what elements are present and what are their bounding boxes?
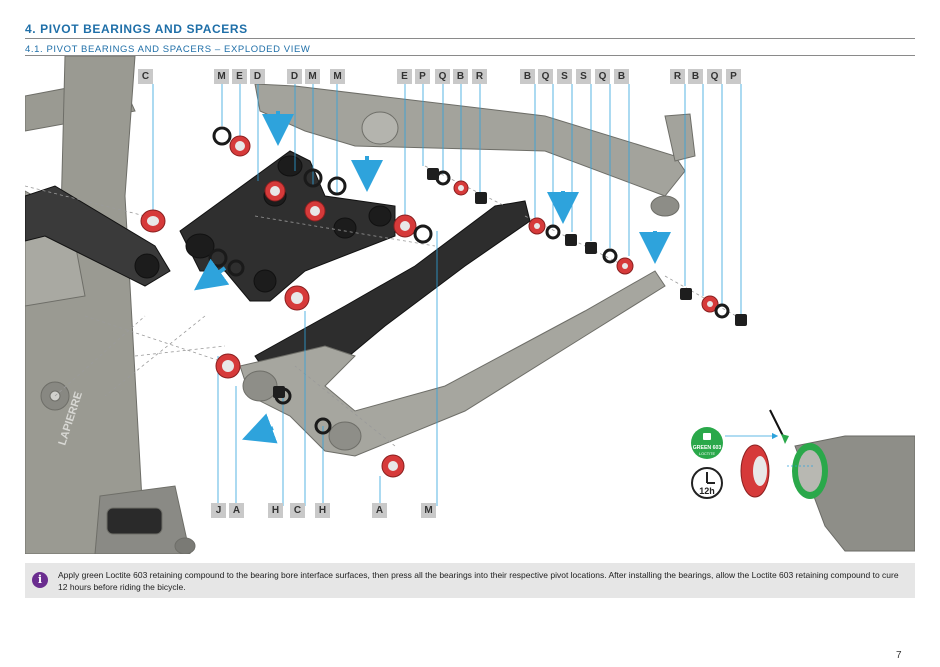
cure-time: 12h — [699, 486, 715, 496]
callout-label: C — [138, 69, 153, 84]
callout-label: D — [250, 69, 265, 84]
seat-stay — [254, 83, 696, 217]
callout-label: M — [330, 69, 345, 84]
callout-label: P — [726, 69, 741, 84]
callout-label: M — [305, 69, 320, 84]
black-swingarm — [24, 185, 171, 287]
callout-label: Q — [595, 69, 610, 84]
callout-label: Q — [435, 69, 450, 84]
callout-label: Q — [707, 69, 722, 84]
page-number: 7 — [896, 650, 902, 661]
info-icon: i — [32, 572, 48, 588]
callout-label: A — [229, 503, 244, 518]
pivot-bolts — [273, 168, 747, 398]
callout-label: D — [287, 69, 302, 84]
callout-label: H — [268, 503, 283, 518]
callout-label: P — [415, 69, 430, 84]
exploded-view-diagram: LAPIERRE — [24, 55, 916, 555]
callout-label: A — [372, 503, 387, 518]
bearings — [140, 135, 719, 478]
loctite-detail: GREEN 603 LOCTITE 12h — [691, 409, 916, 552]
callout-label: M — [421, 503, 436, 518]
callout-label: E — [232, 69, 247, 84]
callout-label: R — [670, 69, 685, 84]
info-note: i Apply green Loctite 603 retaining comp… — [25, 563, 915, 598]
loctite-badge-line1: GREEN 603 — [693, 445, 722, 451]
callout-label: B — [453, 69, 468, 84]
callout-label: H — [315, 503, 330, 518]
callout-label: S — [557, 69, 572, 84]
section-subtitle: 4.1. PIVOT BEARINGS AND SPACERS – EXPLOD… — [25, 44, 311, 55]
subtitle-rule — [25, 55, 915, 56]
title-rule — [25, 38, 915, 39]
callout-label: M — [214, 69, 229, 84]
section-title: 4. PIVOT BEARINGS AND SPACERS — [25, 22, 248, 36]
main-frame — [24, 55, 196, 555]
assembly-arrows — [194, 111, 671, 444]
loctite-badge-line2: LOCTITE — [699, 452, 716, 456]
callout-label: B — [688, 69, 703, 84]
exploded-view-illustration: LAPIERRE — [24, 55, 916, 555]
callout-label: S — [576, 69, 591, 84]
chainstay-grey — [239, 270, 666, 457]
callout-label: J — [211, 503, 226, 518]
callout-label: E — [397, 69, 412, 84]
callout-label: B — [614, 69, 629, 84]
info-note-text: Apply green Loctite 603 retaining compou… — [58, 570, 899, 592]
callout-label: C — [290, 503, 305, 518]
callout-label: R — [472, 69, 487, 84]
callout-label: B — [520, 69, 535, 84]
callout-label: Q — [538, 69, 553, 84]
